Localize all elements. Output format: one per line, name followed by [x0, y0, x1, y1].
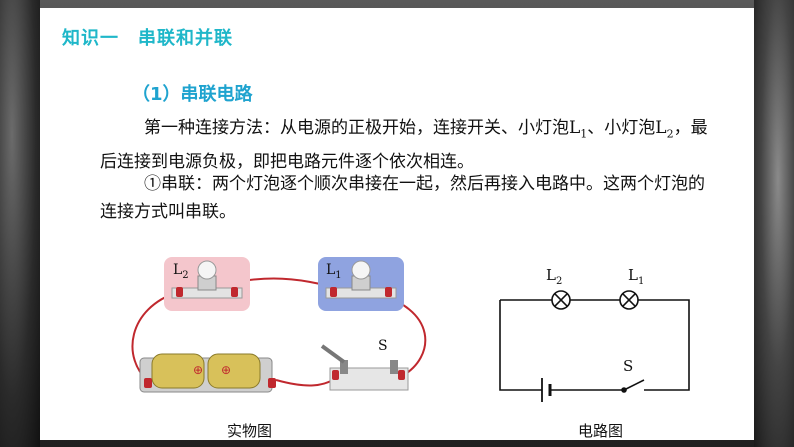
svg-text:L1: L1	[628, 266, 644, 287]
lamp-l1: L1	[318, 257, 404, 311]
svg-text:S: S	[623, 357, 633, 375]
paragraph-definition: ①串联：两个灯泡逐个顺次串接在一起，然后再接入电路中。这两个灯泡的连接方式叫串联…	[100, 174, 705, 222]
schematic-circuit: L2 L1 S	[499, 266, 690, 402]
svg-text:⊕: ⊕	[193, 363, 203, 377]
svg-text:L2: L2	[173, 262, 189, 281]
ink-border-right	[754, 0, 794, 447]
caption-physical: 实物图	[227, 422, 273, 440]
svg-text:S: S	[378, 338, 388, 354]
ink-border-left	[0, 0, 40, 447]
caption-schematic: 电路图	[578, 422, 624, 440]
battery-pack: ⊕ ⊕	[139, 353, 276, 393]
schematic-outline	[499, 299, 690, 391]
lamp-l2: L2	[164, 257, 250, 311]
paragraph-method: 第一种连接方法：从电源的正极开始，连接开关、小灯泡L1、小灯泡L2，最后连接到电…	[100, 118, 708, 173]
physical-circuit: L2 L1 ⊕ ⊕	[131, 257, 427, 393]
subsection-heading: （1）串联电路	[132, 84, 253, 105]
switch-s: S	[320, 338, 409, 391]
slide-content: 知识一 串联和并联 （1）串联电路 第一种连接方法：从电源的正极开始，连接开关、…	[40, 8, 754, 440]
section-heading: 知识一 串联和并联	[62, 28, 233, 49]
svg-text:L1: L1	[326, 262, 342, 281]
svg-text:L2: L2	[546, 266, 562, 287]
svg-text:⊕: ⊕	[221, 363, 231, 377]
